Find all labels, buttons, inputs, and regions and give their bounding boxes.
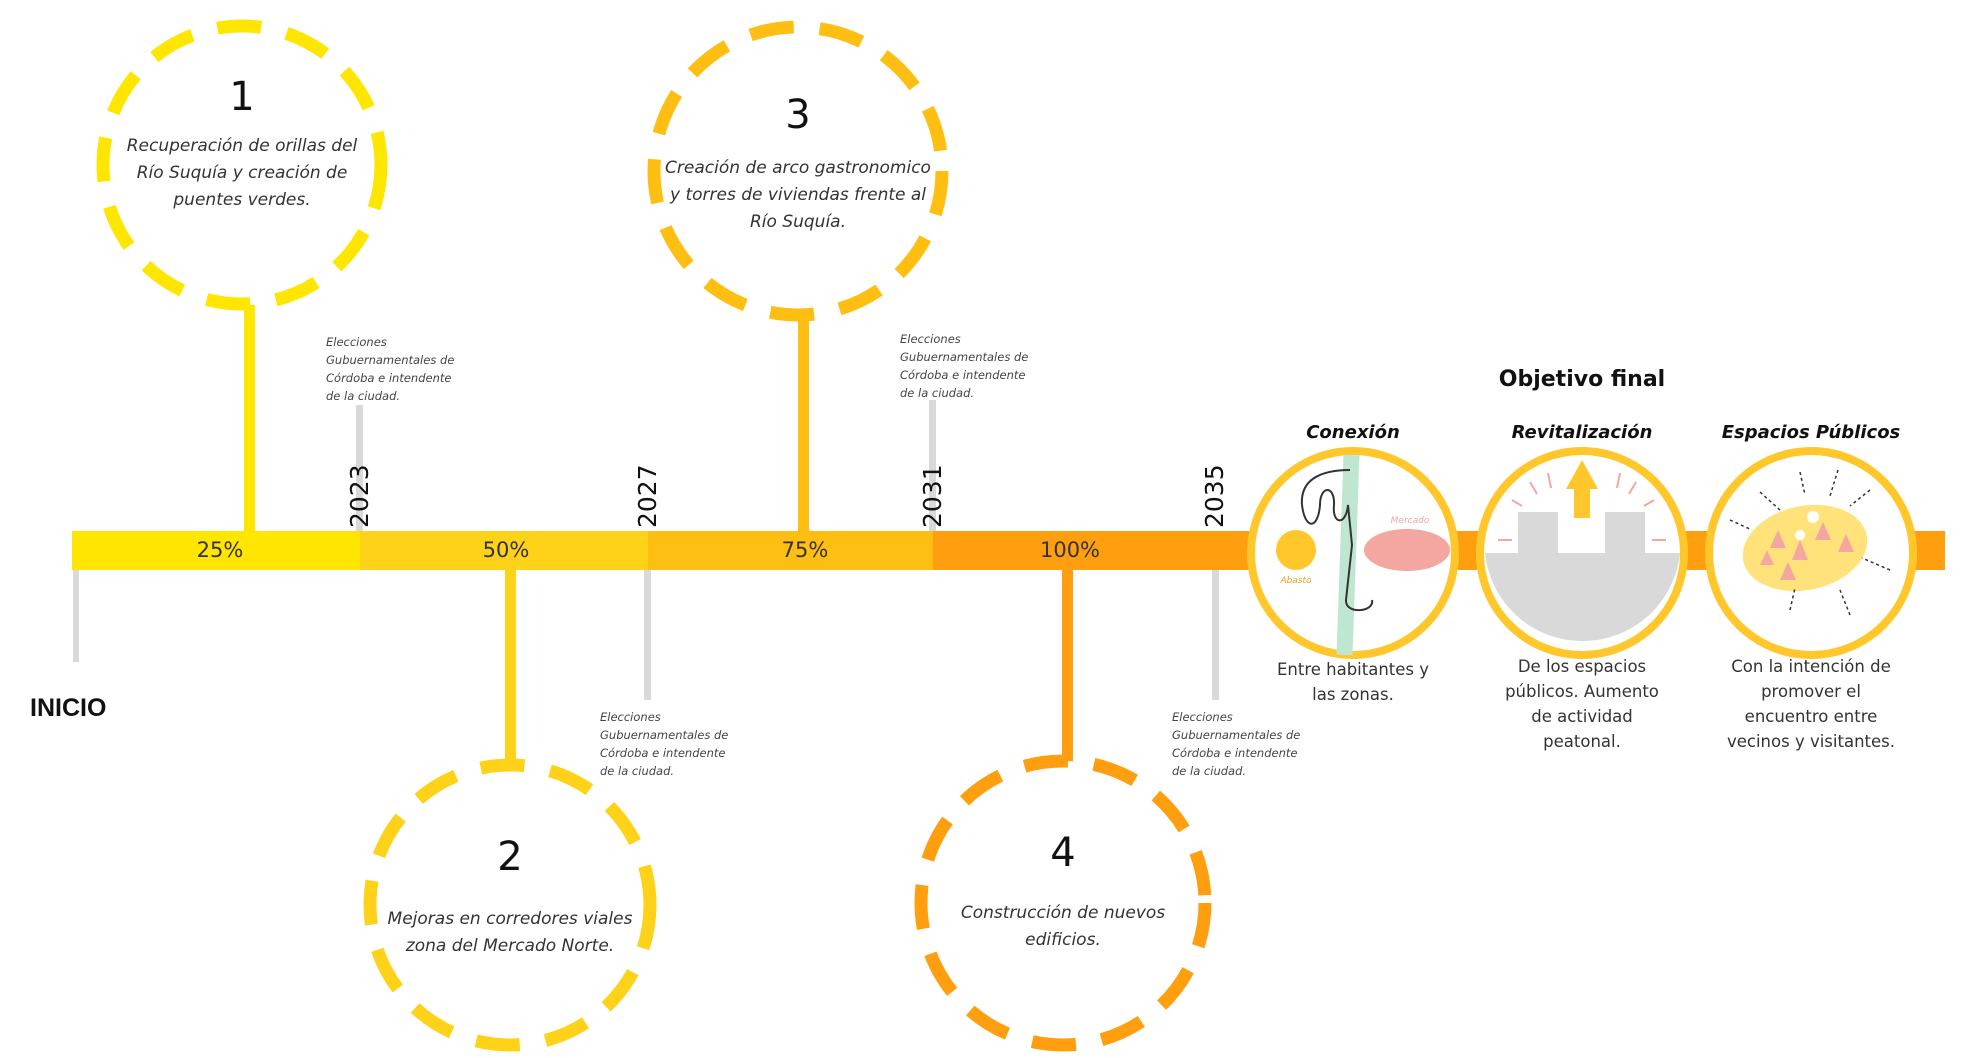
milestone-number-1: 1	[229, 74, 255, 120]
milestone-stem-4	[1062, 570, 1073, 768]
milestone-circle-2	[363, 758, 657, 1052]
goal-heading-public-spaces: Espacios Públicos	[1721, 422, 1901, 443]
milestone-stem-1	[244, 305, 255, 531]
milestone-number-4: 4	[1050, 830, 1076, 876]
year-label-2035: 2035	[1200, 464, 1229, 528]
milestone-stem-3	[798, 317, 809, 531]
milestone-stem-2	[505, 570, 516, 765]
start-label: INICIO	[30, 694, 107, 722]
segment-percent-3: 75%	[781, 538, 829, 562]
election-tick-2027	[644, 570, 651, 700]
goal-heading-revitalization: Revitalización	[1511, 422, 1653, 443]
milestone-number-3: 3	[785, 92, 811, 138]
election-tick-2035	[1212, 570, 1219, 700]
segment-percent-1: 25%	[196, 538, 244, 562]
milestone-circle-3	[647, 20, 949, 322]
goal-heading-connection: Conexión	[1306, 422, 1400, 443]
connection-icon: Abasto Mercado	[1247, 447, 1459, 659]
year-label-2023: 2023	[345, 464, 374, 528]
abasto-label: Abasto	[1279, 576, 1312, 586]
milestone-circle-1	[96, 19, 388, 311]
milestone-circle-4	[914, 754, 1212, 1052]
election-tick-2023	[356, 405, 363, 531]
timeline-segment-2	[360, 531, 648, 570]
election-tick-2031	[929, 400, 936, 531]
milestone-number-2: 2	[497, 834, 523, 880]
timeline-segment-1	[72, 531, 360, 570]
revitalization-icon	[1476, 447, 1688, 659]
start-tick	[73, 570, 79, 662]
mercado-label: Mercado	[1391, 516, 1430, 526]
year-label-2027: 2027	[633, 464, 662, 528]
segment-percent-4: 100%	[1039, 538, 1101, 562]
year-label-2031: 2031	[918, 464, 947, 528]
final-goal-title: Objetivo final	[1498, 367, 1666, 392]
timeline-segment-3	[648, 531, 933, 570]
public-space-icon	[1705, 447, 1917, 659]
segment-percent-2: 50%	[482, 538, 530, 562]
